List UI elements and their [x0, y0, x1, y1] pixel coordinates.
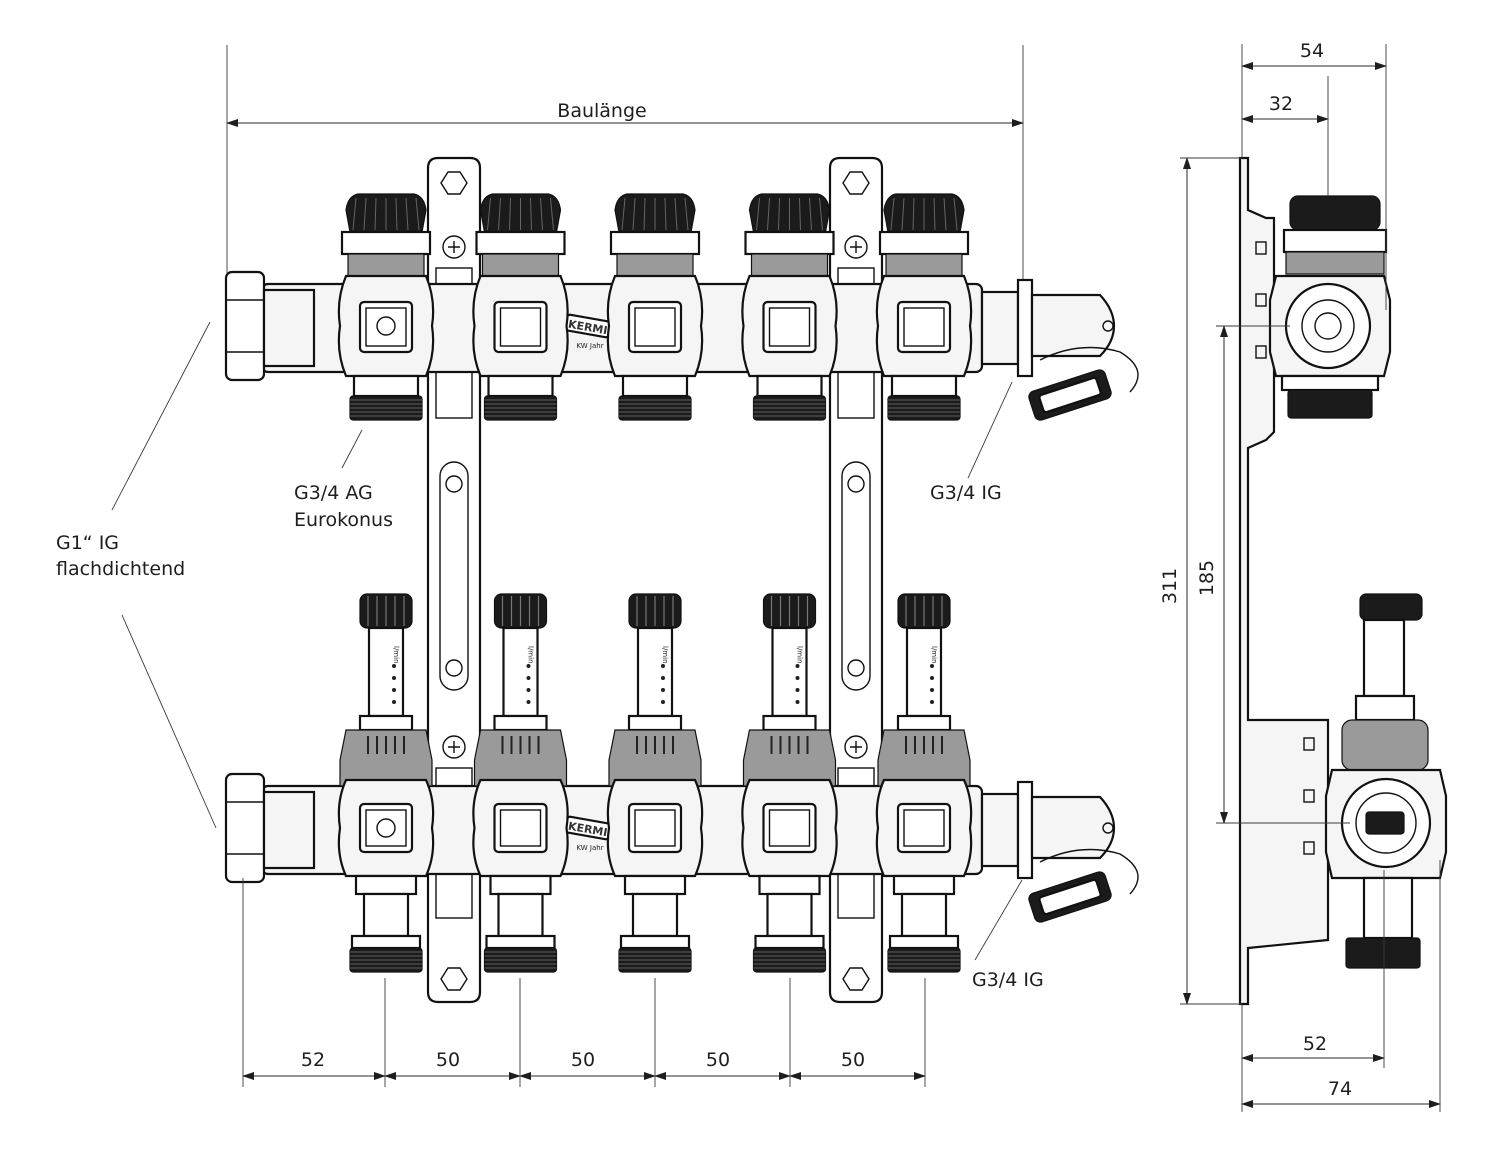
inlet-nut-bottom — [224, 772, 316, 884]
brand-sub-top: KW Jahr — [576, 342, 603, 350]
return-manifold: KERMI KW Jahr l/min l/min l/min l/min l/min — [224, 593, 1139, 973]
side-valve-top — [1255, 195, 1392, 419]
dim-side-52: 52 — [1303, 1033, 1327, 1055]
supply-valve-3 — [606, 193, 704, 421]
dim-side-74: 74 — [1328, 1078, 1352, 1100]
dim-spacing-1: 52 — [301, 1049, 325, 1071]
dim-side-32: 32 — [1269, 93, 1293, 115]
dim-side-185: 185 — [1196, 560, 1218, 596]
side-valve-bottom — [1303, 593, 1448, 969]
label-vent-top: G3/4 IG — [930, 482, 1002, 504]
brand-sub-bottom: KW Jahr — [576, 844, 603, 852]
inlet-nut-top — [224, 270, 316, 382]
flow-unit-label: l/min — [392, 646, 400, 664]
return-valve-5: l/min — [875, 593, 973, 973]
side-dimensions: 54 32 311 185 52 74 — [1159, 40, 1441, 1112]
leaders — [111, 321, 1023, 961]
label-supply-outlet: G3/4 AG — [294, 482, 373, 504]
label-vent-bottom: G3/4 IG — [972, 969, 1044, 991]
brand-mark-bottom: KERMI KW Jahr — [564, 815, 612, 852]
side-bracket — [1238, 156, 1330, 1006]
dim-spacing-2: 50 — [436, 1049, 460, 1071]
return-valve-2: l/min — [472, 593, 569, 973]
end-fitting-top — [980, 278, 1139, 421]
flow-unit-label: l/min — [661, 646, 669, 664]
supply-valve-1 — [337, 193, 435, 421]
dim-spacing-4: 50 — [706, 1049, 730, 1071]
flow-unit-label: l/min — [930, 646, 938, 664]
label-main-inlet-2: flachdichtend — [56, 558, 185, 580]
label-supply-outlet-2: Eurokonus — [294, 509, 393, 531]
side-view — [1238, 156, 1448, 1006]
dim-side-311: 311 — [1159, 568, 1181, 604]
label-main-inlet: G1“ IG — [56, 532, 119, 554]
dim-spacing-3: 50 — [571, 1049, 595, 1071]
dimension-baulaenge: Baulänge — [226, 45, 1024, 295]
supply-manifold: KERMI KW Jahr — [224, 193, 1139, 421]
dim-side-54: 54 — [1300, 40, 1324, 62]
return-valve-3: l/min — [606, 593, 704, 973]
supply-valve-4 — [741, 193, 838, 421]
dim-spacing-5: 50 — [841, 1049, 865, 1071]
return-valve-4: l/min — [741, 593, 838, 973]
flow-unit-label: l/min — [796, 646, 804, 664]
dimension-outlet-spacing: 52 50 50 50 50 — [242, 878, 926, 1087]
flow-unit-label: l/min — [527, 646, 535, 664]
end-fitting-bottom — [980, 780, 1139, 923]
supply-valve-2 — [472, 193, 569, 421]
supply-valve-5 — [875, 193, 973, 421]
baulaenge-label: Baulänge — [557, 100, 646, 122]
return-valve-1: l/min — [337, 593, 435, 973]
